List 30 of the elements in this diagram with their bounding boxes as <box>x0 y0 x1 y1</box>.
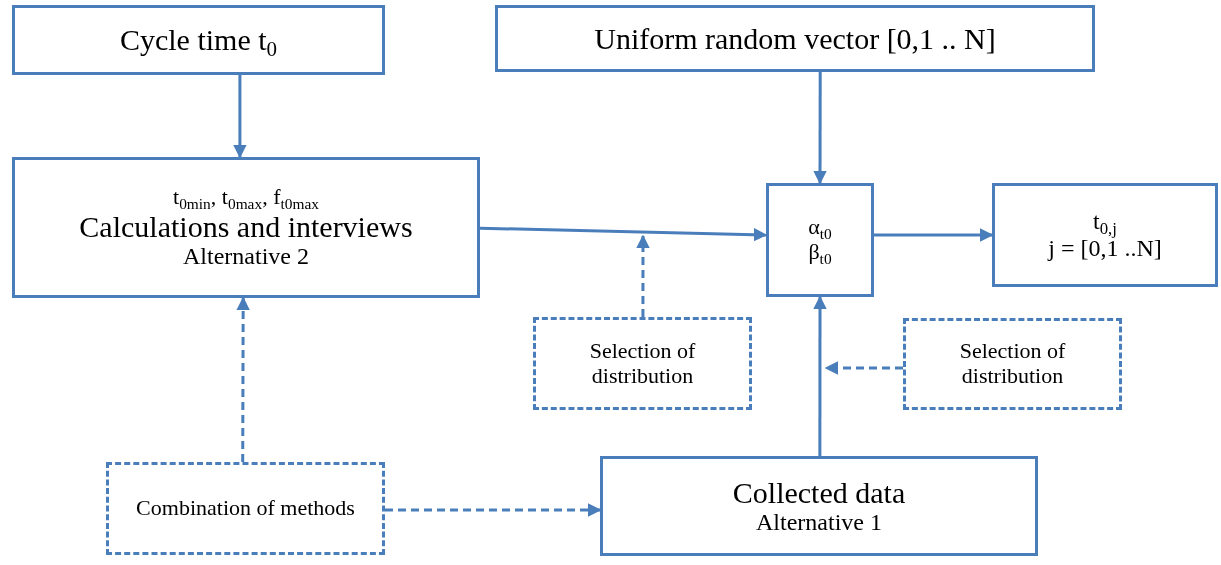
process-box <box>766 183 874 297</box>
dashed-box <box>106 462 385 555</box>
box-label: Collected data <box>732 475 906 510</box>
box-label: Calculations and interviews <box>79 209 413 244</box>
dashed-box <box>903 318 1122 410</box>
arrow <box>479 226 768 242</box>
arrow <box>813 72 827 185</box>
dashed-arrow <box>385 503 602 517</box>
arrow <box>233 75 247 159</box>
box-label: Selection of distribution <box>958 339 1067 389</box>
arrow <box>813 295 827 456</box>
arrow <box>874 228 994 242</box>
box-label: Selection of distribution <box>588 338 697 389</box>
process-box <box>495 5 1095 72</box>
box-label: α$_{t0}$ <box>808 215 832 240</box>
dashed-arrow <box>824 361 903 375</box>
box-label: Alternative 1 <box>756 509 882 537</box>
dashed-arrow <box>636 234 650 317</box>
process-box <box>12 5 385 75</box>
box-label: t$_{0min}$, t$_{0max}$, f$_{t0max}$ <box>173 184 319 210</box>
dashed-box <box>533 317 752 410</box>
box-label: Alternative 2 <box>183 243 309 271</box>
dashed-arrow <box>236 296 250 462</box>
process-box <box>600 456 1038 556</box>
box-label: Uniform random vector [0,1 .. N] <box>594 21 996 56</box>
process-box <box>12 157 480 298</box>
process-box <box>992 183 1218 287</box>
box-label: Combination of methods <box>136 496 355 521</box>
box-label: Cycle time t$_{0}$ <box>119 23 278 57</box>
box-label: β$_{t0}$ <box>808 240 832 265</box>
